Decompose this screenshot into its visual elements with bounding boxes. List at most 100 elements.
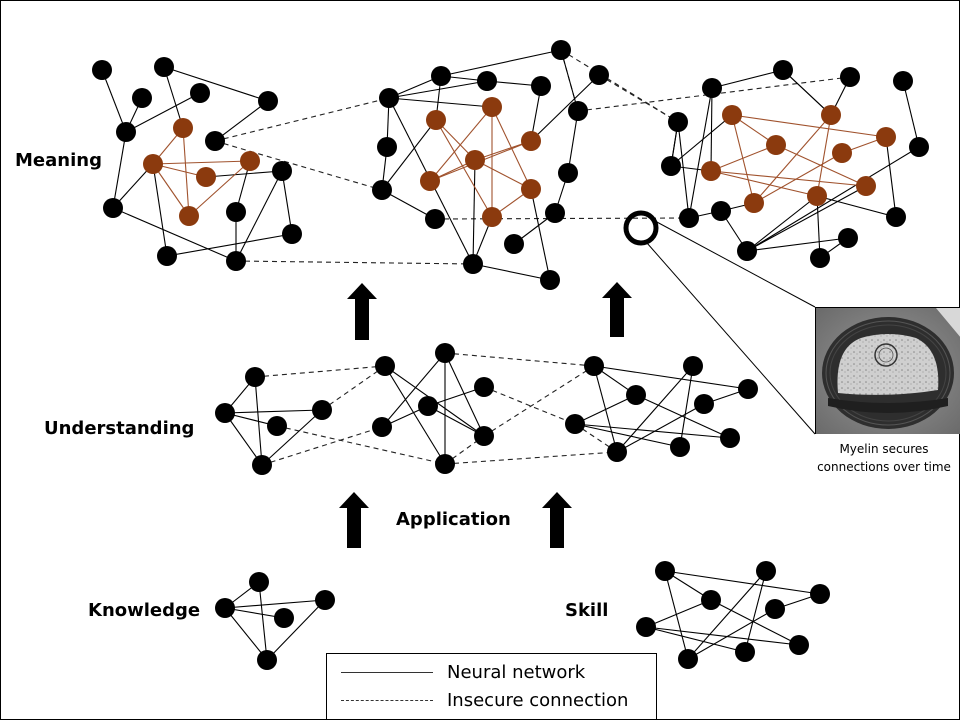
insecure-connection-line [276, 425, 446, 465]
insecure-connection-line [235, 260, 474, 265]
neuron-node [477, 71, 497, 91]
stage-label-understanding: Understanding [44, 418, 195, 439]
myelin-callout [623, 210, 816, 435]
network-connection-line [593, 365, 749, 390]
meaning-neuron-node [701, 161, 721, 181]
neuron-node [720, 428, 740, 448]
network-connection-line [112, 207, 237, 262]
neuron-node [679, 208, 699, 228]
network-connection-line [163, 66, 269, 102]
meaning-neuron-node [482, 207, 502, 227]
neuron-node [909, 137, 929, 157]
network-connection-line [710, 87, 713, 172]
neuron-node [463, 254, 483, 274]
network-connection-line [687, 608, 776, 660]
up-arrow-icon [347, 283, 377, 340]
neuron-node [661, 156, 681, 176]
neuron-node [789, 635, 809, 655]
network-connection-line [384, 365, 446, 465]
insecure-connection-line [444, 352, 595, 367]
meaning-neuron-node [143, 154, 163, 174]
meaning-neuron-node [240, 151, 260, 171]
network-connection-line [163, 66, 184, 129]
neuron-node [226, 202, 246, 222]
neuron-node [92, 60, 112, 80]
network-connection-line [746, 195, 818, 252]
network-connection-line [645, 626, 746, 653]
stage-label-meaning: Meaning [15, 150, 102, 171]
caption-line-2: connections over time [817, 460, 951, 474]
network-connection-line [746, 185, 867, 252]
insecure-connection-line [560, 49, 679, 123]
neuron-node [551, 40, 571, 60]
network-connection-line [427, 405, 485, 437]
neuron-node [607, 442, 627, 462]
network-connection-line [664, 570, 689, 660]
insecure-connection-line [214, 97, 390, 142]
neuron-node [737, 241, 757, 261]
network-connection-line [125, 92, 201, 133]
meaning-neuron-node [766, 135, 786, 155]
legend-item-insecure-connection: Insecure connection [341, 688, 628, 712]
neuron-node [626, 385, 646, 405]
neuron-node [267, 416, 287, 436]
neuron-node [584, 356, 604, 376]
network-connection-line [746, 146, 920, 252]
neuron-node [655, 561, 675, 581]
neuron-node [258, 91, 278, 111]
neuron-node [274, 608, 294, 628]
network-connection-line [261, 409, 323, 466]
network-connection-line [574, 423, 681, 448]
neuron-node [773, 60, 793, 80]
neuron-node [431, 66, 451, 86]
network-connection-line [381, 352, 446, 428]
neuron-node [154, 57, 174, 77]
meaning-neuron-node [856, 176, 876, 196]
meaning-connection-line [429, 106, 493, 182]
neuron-node [565, 414, 585, 434]
neuron-node [711, 201, 731, 221]
network-connection-line [574, 394, 637, 425]
meaning-neuron-node [465, 150, 485, 170]
network-connection-line [679, 365, 694, 448]
solid-line-swatch [341, 671, 433, 673]
insecure-connection-line [598, 74, 679, 123]
neuron-node [132, 88, 152, 108]
meaning-neuron-node [521, 131, 541, 151]
neuron-node [474, 377, 494, 397]
neuron-node [116, 122, 136, 142]
neuron-node [810, 248, 830, 268]
network-connection-line [567, 110, 579, 174]
up-arrow-icon [339, 492, 369, 548]
network-connection-line [235, 170, 283, 262]
network-connection-line [214, 100, 269, 142]
neuron-node [282, 224, 302, 244]
neuron-node [568, 101, 588, 121]
network-connection-line [472, 263, 551, 281]
insecure-connection-line [214, 140, 383, 191]
network-connection-line [224, 409, 323, 414]
network-connection-line [224, 412, 263, 466]
meaning-connection-line [152, 160, 251, 165]
network-connection-line [645, 599, 712, 628]
neuron-node [838, 228, 858, 248]
network-connection-line [381, 119, 437, 191]
network-connection-line [224, 599, 326, 609]
meaning-connection-line [753, 152, 843, 204]
myelin-micrograph-image [815, 307, 960, 434]
network-connection-line [677, 121, 690, 219]
legend: Neural network Insecure connection [326, 653, 657, 720]
neuron-node [205, 131, 225, 151]
neuron-node [418, 396, 438, 416]
progress-arrows [339, 282, 632, 548]
neuron-node [683, 356, 703, 376]
meaning-neuron-node [521, 179, 541, 199]
meaning-neuron-node [821, 105, 841, 125]
legend-label: Insecure connection [447, 689, 629, 711]
neuron-node [531, 76, 551, 96]
neuron-node [668, 112, 688, 132]
network-connection-line [616, 403, 705, 453]
neuron-node [636, 617, 656, 637]
network-connection-line [530, 74, 600, 142]
